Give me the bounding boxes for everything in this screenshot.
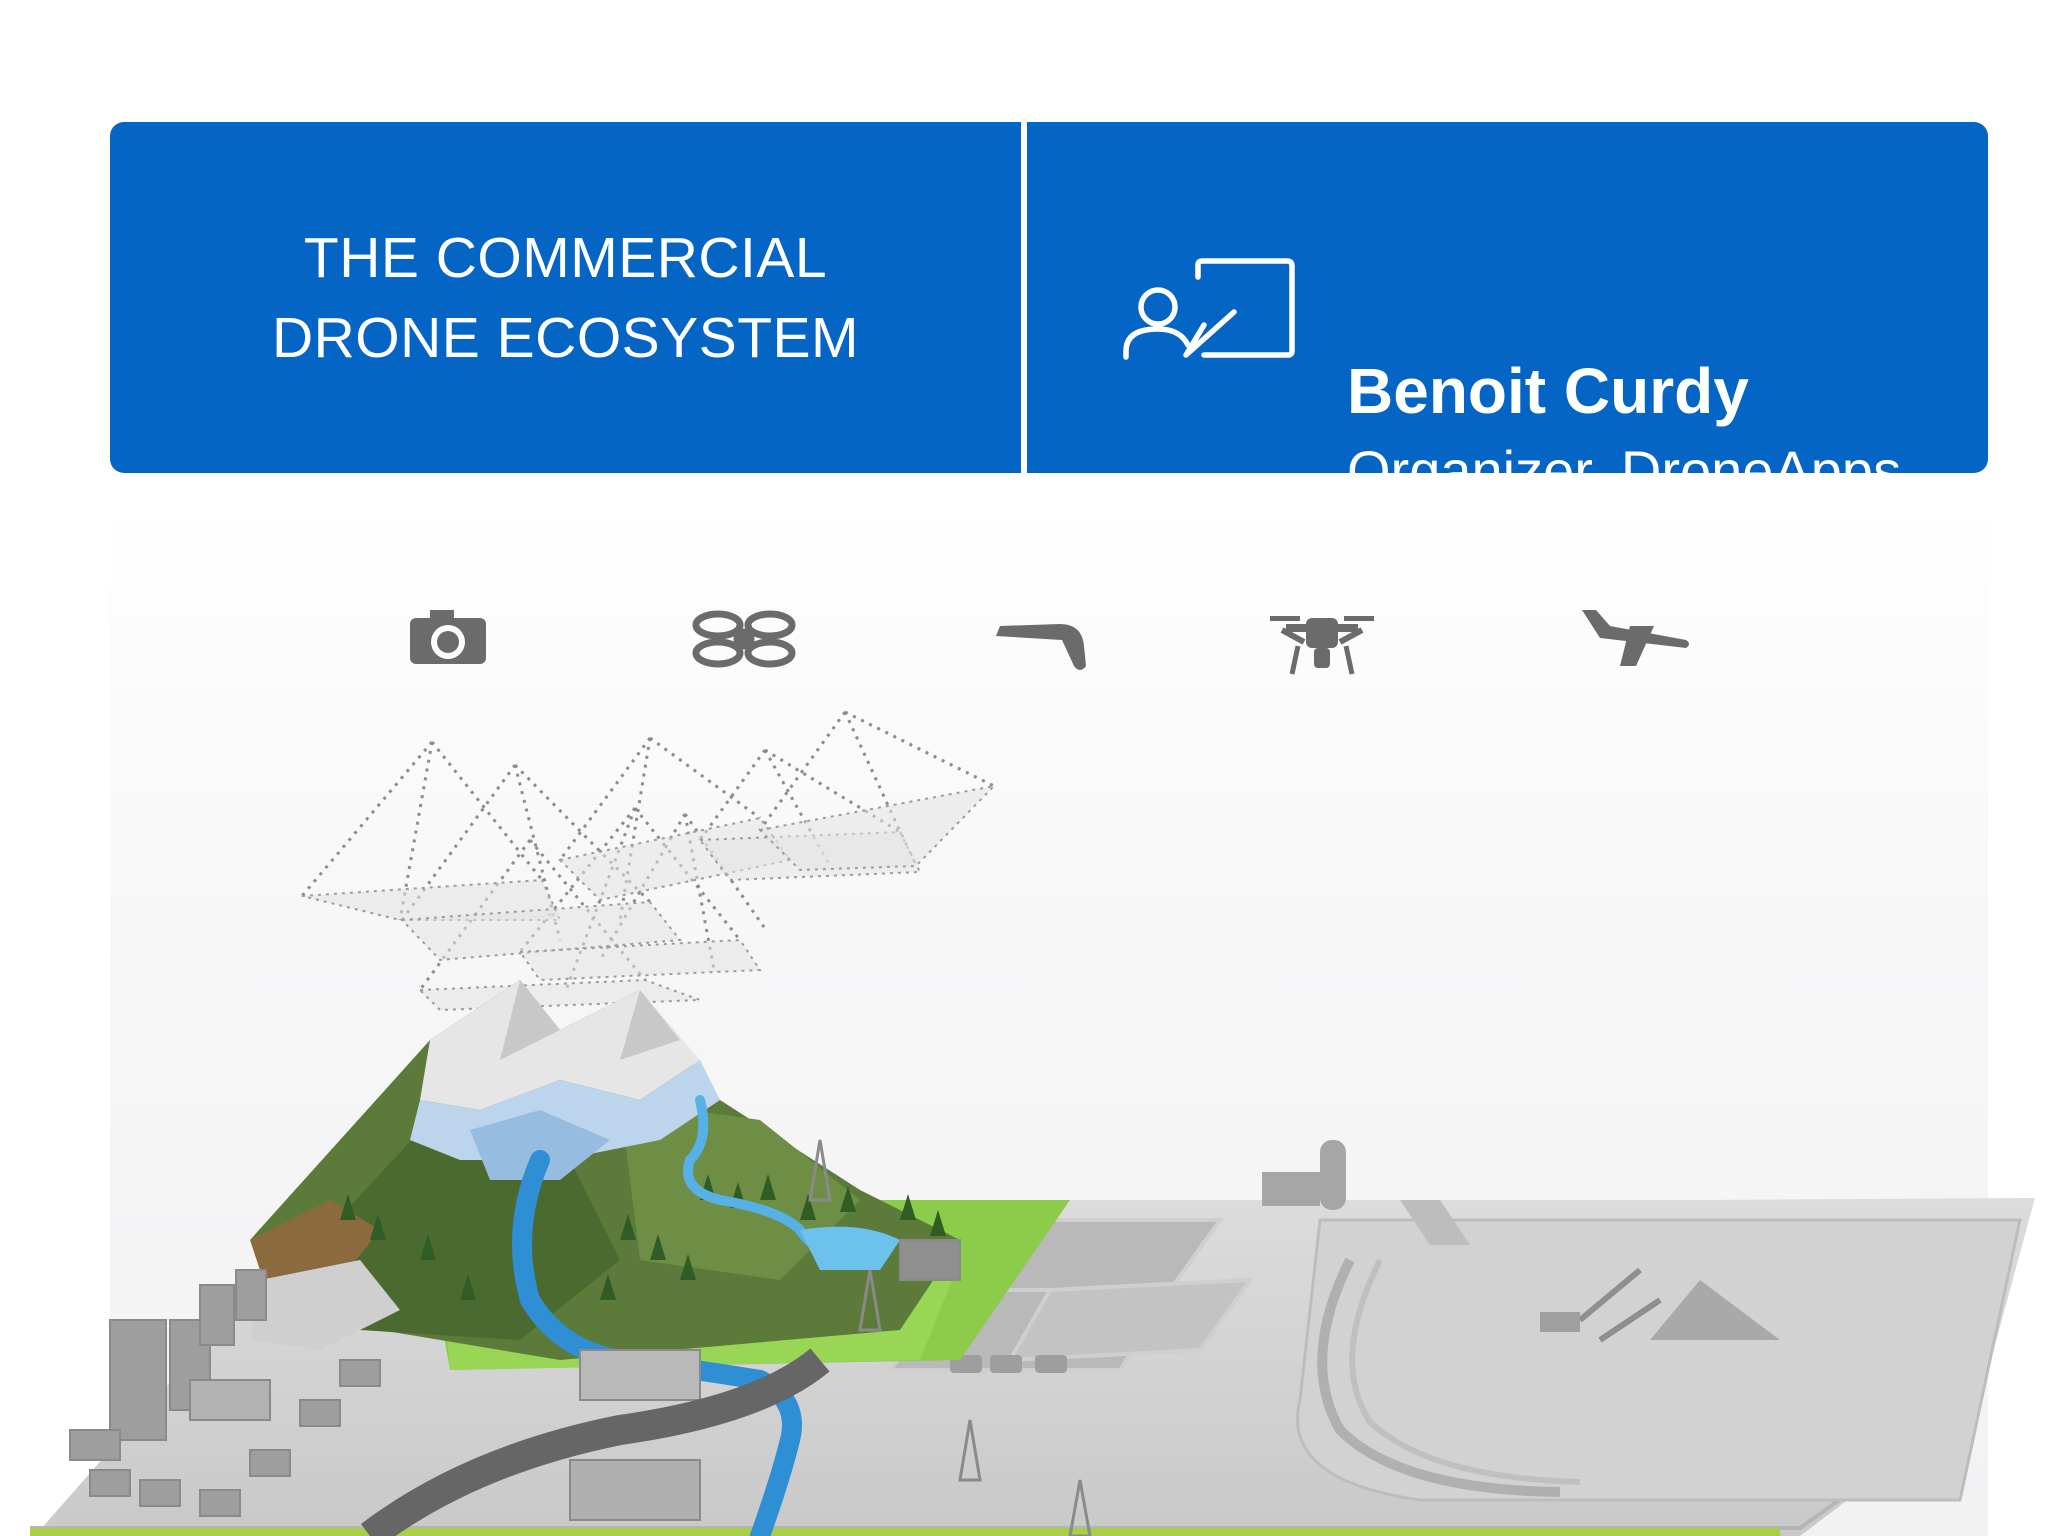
- presenter-icon: [1123, 258, 1295, 360]
- drone-ecosystem-illustration: [30, 500, 2035, 1536]
- quadcopter-icon: [692, 610, 796, 668]
- trees: [340, 1174, 946, 1300]
- power-lines: [808, 1139, 1092, 1536]
- title-banner: THE COMMERCIAL DRONE ECOSYSTEM Benoit Cu…: [110, 122, 1988, 473]
- title-line-2: DRONE ECOSYSTEM: [271, 305, 860, 370]
- light-aircraft-icon: [1582, 610, 1689, 666]
- ground-base-strip: [30, 1528, 1780, 1536]
- lake: [800, 1226, 900, 1270]
- speaker-name: Benoit Curdy: [1347, 355, 1749, 427]
- presentation-title: THE COMMERCIAL DRONE ECOSYSTEM: [110, 122, 1021, 473]
- farm-buildings: [1262, 1140, 1470, 1245]
- banner-divider: [1021, 122, 1027, 473]
- vehicles: [950, 1355, 1067, 1373]
- town: [69, 1239, 961, 1521]
- speaker-role: Organizer, DroneApps: [1347, 439, 1902, 473]
- fixed-wing-drone-icon: [996, 624, 1086, 670]
- road: [360, 1348, 830, 1536]
- title-line-1: THE COMMERCIAL: [303, 225, 828, 290]
- hexacopter-icon: [1270, 616, 1374, 675]
- quarry-area: [1296, 1218, 2022, 1502]
- camera-icon: [410, 610, 486, 664]
